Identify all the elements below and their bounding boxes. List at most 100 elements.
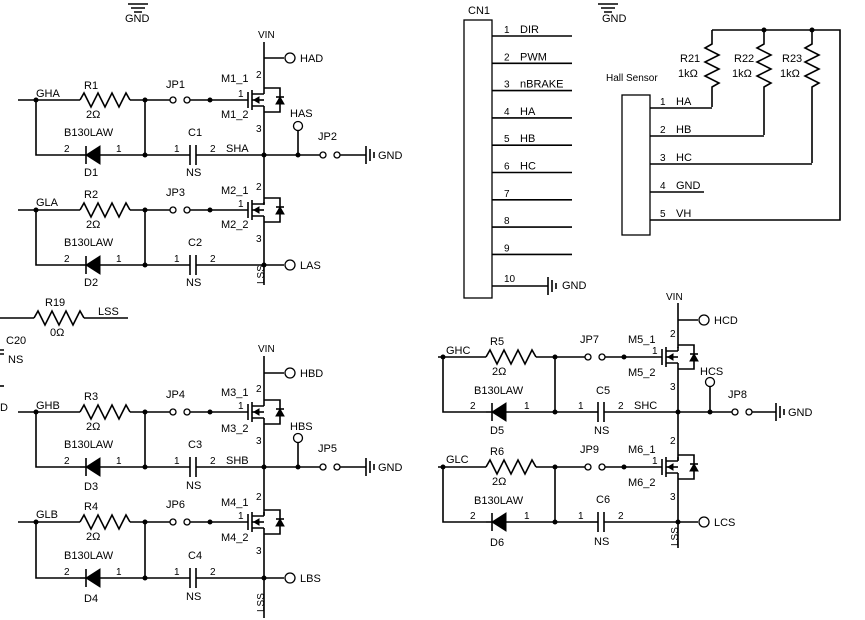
lcs-label: LCS	[714, 517, 735, 529]
svg-text:1: 1	[116, 254, 122, 265]
r3-val: 2Ω	[86, 421, 100, 433]
las-label: LAS	[300, 260, 321, 272]
svg-text:2: 2	[210, 456, 216, 467]
svg-text:1: 1	[578, 401, 584, 412]
phase-b-circuit: VIN HBD 2 GHB R3 2Ω JP4 M3_1 M3_2 1 3 2	[18, 344, 403, 618]
phase-a-circuit: VIN HAD 2 GHA R1 2Ω JP1 M1_1 M1_2 1 3 2	[18, 30, 403, 289]
gla-label: GLA	[36, 197, 59, 209]
ghc-label: GHC	[446, 345, 471, 357]
vin-label: VIN	[258, 344, 275, 355]
c1-val: NS	[186, 167, 201, 179]
cn1-pin-number: 2	[504, 52, 510, 63]
hall-pin-label: HC	[676, 152, 692, 164]
r6-ref: R6	[490, 446, 504, 458]
d2-part: B130LAW	[64, 237, 114, 249]
r21-val: 1kΩ	[678, 68, 698, 80]
lbs-label: LBS	[300, 573, 321, 585]
r3-ref: R3	[84, 391, 98, 403]
has-label: HAS	[290, 108, 313, 120]
pin-3: 3	[256, 124, 262, 135]
cn1-pin-number: 10	[504, 274, 516, 285]
lss-label: LSS	[98, 306, 119, 318]
svg-text:2: 2	[470, 401, 476, 412]
jp9-label: JP9	[580, 444, 599, 456]
r5-val: 2Ω	[492, 366, 506, 378]
pin-2: 2	[256, 492, 262, 503]
svg-text:2: 2	[64, 456, 70, 467]
had-label: HAD	[300, 53, 323, 65]
hall-pin-number: 3	[660, 153, 666, 164]
phase-c-circuit: VIN HCD 2 GHC R5 2Ω JP7 M5_1 M5_2 1 3 2	[438, 292, 813, 549]
gnd-label: GND	[378, 150, 403, 162]
pin-1: 1	[238, 89, 244, 100]
m3-2-label: M3_2	[221, 423, 249, 435]
d6-part: B130LAW	[474, 495, 524, 507]
svg-text:1: 1	[174, 144, 180, 155]
gnd-label: GND	[562, 280, 587, 292]
c5-val: NS	[594, 425, 609, 437]
d6-ref: D6	[490, 537, 504, 549]
r21-ref: R21	[680, 53, 700, 65]
hbs-label: HBS	[290, 421, 313, 433]
r4-ref: R4	[84, 501, 98, 513]
lss-label: LSS	[256, 265, 267, 284]
d5-ref: D5	[490, 425, 504, 437]
hall-pin-number: 2	[660, 125, 666, 136]
r19-ref: R19	[45, 297, 65, 309]
d3-ref: D3	[84, 481, 98, 493]
ghb-label: GHB	[36, 400, 60, 412]
c4-val: NS	[186, 591, 201, 603]
m4-1-label: M4_1	[221, 497, 249, 509]
svg-text:2: 2	[64, 567, 70, 578]
m5-2-label: M5_2	[628, 367, 656, 379]
m6-2-label: M6_2	[628, 477, 656, 489]
svg-text:1: 1	[578, 511, 584, 522]
r23-val: 1kΩ	[780, 68, 800, 80]
jp1-label: JP1	[166, 79, 185, 91]
jp7-label: JP7	[580, 334, 599, 346]
shc-label: SHC	[634, 400, 657, 412]
glb-label: GLB	[36, 509, 58, 521]
gnd-symbol-top-left: GND	[125, 3, 150, 25]
m4-2-label: M4_2	[221, 532, 249, 544]
svg-text:2: 2	[210, 144, 216, 155]
jp4-label: JP4	[166, 389, 185, 401]
gnd-label: GND	[788, 407, 813, 419]
svg-text:2: 2	[210, 567, 216, 578]
svg-text:2: 2	[618, 511, 624, 522]
svg-text:1: 1	[174, 456, 180, 467]
lss-label: LSS	[256, 593, 267, 612]
cn1-pin-number: 8	[504, 216, 510, 227]
svg-text:2: 2	[64, 254, 70, 265]
gnd-label: GND	[125, 13, 150, 25]
gnd-label: GND	[602, 13, 627, 25]
cn1-pin-label: HB	[520, 133, 535, 145]
pin-3: 3	[256, 436, 262, 447]
hall-pin-number: 1	[660, 97, 666, 108]
gnd-label: GND	[378, 462, 403, 474]
c20-val: NS	[8, 354, 23, 366]
pin-2: 2	[256, 70, 262, 81]
hall-pin-label: VH	[676, 208, 691, 220]
r22-val: 1kΩ	[732, 68, 752, 80]
pin-3: 3	[256, 234, 262, 245]
cn1-pin-number: 9	[504, 243, 510, 254]
hall-pin-label: GND	[676, 180, 701, 192]
hall-pin-label: HB	[676, 124, 691, 136]
sha-label: SHA	[226, 143, 249, 155]
hall-pin-label: HA	[676, 96, 692, 108]
hbd-label: HBD	[300, 368, 323, 380]
svg-text:2: 2	[64, 144, 70, 155]
shb-label: SHB	[226, 455, 249, 467]
pin-1: 1	[238, 511, 244, 522]
cn1-pin-label: DIR	[520, 24, 539, 36]
svg-text:1: 1	[524, 401, 530, 412]
r5-ref: R5	[490, 336, 504, 348]
svg-text:1: 1	[174, 254, 180, 265]
glc-label: GLC	[446, 454, 469, 466]
svg-text:1: 1	[174, 567, 180, 578]
cn1-pin-label: HA	[520, 106, 536, 118]
cn1-label: CN1	[468, 5, 490, 17]
cn1-pin-number: 4	[504, 107, 510, 118]
